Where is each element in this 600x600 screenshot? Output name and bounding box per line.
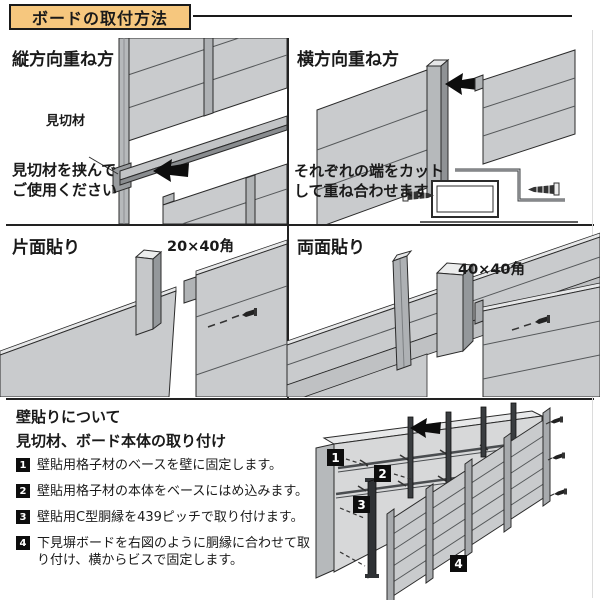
step-item-3: 3 壁貼用C型胴縁を439ピッチで取り付けます。 <box>16 509 319 526</box>
page-title: ボードの取付方法 <box>9 4 191 30</box>
screw-icon <box>528 182 560 196</box>
screw-icon <box>402 188 434 202</box>
screw-icon <box>549 488 567 497</box>
grid-vertical-divider <box>287 38 289 398</box>
step-number-badge: 2 <box>16 484 30 498</box>
double-side-diagram <box>287 232 600 397</box>
step-item-4: 4 下見塀ボードを右図のように胴縁に合わせて取り付け、横からビスで固定します。 <box>16 535 319 569</box>
screw-icon <box>207 308 257 328</box>
panel-single-title: 片面貼り <box>12 238 80 258</box>
diagram-badge-4: 4 <box>450 555 467 572</box>
double-size-label: 40×40角 <box>458 262 526 278</box>
step-number-badge: 1 <box>16 458 30 472</box>
panel-vertical-title: 縦方向重ね方 <box>12 50 114 70</box>
diagram-badge-1: 1 <box>327 449 344 466</box>
step-item-1: 1 壁貼用格子材のベースを壁に固定します。 <box>16 457 319 474</box>
section-divider <box>6 398 594 400</box>
parting-material-callout: 見切材 <box>46 114 86 129</box>
screw-icon <box>545 416 563 425</box>
screw-icon <box>547 452 565 461</box>
screw-icon <box>511 315 550 331</box>
page-title-text: ボードの取付方法 <box>31 9 168 28</box>
single-size-label: 20×40角 <box>167 239 235 255</box>
wall-section-heading: 壁貼りについて <box>16 408 121 426</box>
panel-horizontal-title: 横方向重ね方 <box>297 50 399 70</box>
step-item-2: 2 壁貼用格子材の本体をベースにはめ込みます。 <box>16 483 319 500</box>
single-side-diagram <box>0 239 287 397</box>
step-number-badge: 3 <box>16 510 30 524</box>
panel-vertical-note: 見切材を挟んで ご使用ください <box>12 161 118 199</box>
diagram-badge-3: 3 <box>353 496 370 513</box>
diagram-badge-2: 2 <box>374 465 391 482</box>
arrow-left-icon <box>410 418 441 438</box>
header-rule <box>193 15 572 17</box>
vertical-overlap-diagram <box>88 38 287 224</box>
arrow-left-icon <box>153 159 189 182</box>
horizontal-overlap-diagram <box>316 49 578 224</box>
wall-steps-list: 1 壁貼用格子材のベースを壁に固定します。 2 壁貼用格子材の本体をベースにはめ… <box>16 457 319 578</box>
panel-double-title: 両面貼り <box>297 238 365 258</box>
wall-section-subheading: 見切材、ボード本体の取り付け <box>16 432 227 450</box>
step-number-badge: 4 <box>16 536 30 550</box>
wall-mounting-diagram <box>315 402 567 600</box>
arrow-left-icon <box>445 73 479 95</box>
panel-horizontal-note: それぞれの端をカット して重ね合わせます <box>294 162 445 200</box>
grid-horizontal-divider <box>6 224 594 226</box>
